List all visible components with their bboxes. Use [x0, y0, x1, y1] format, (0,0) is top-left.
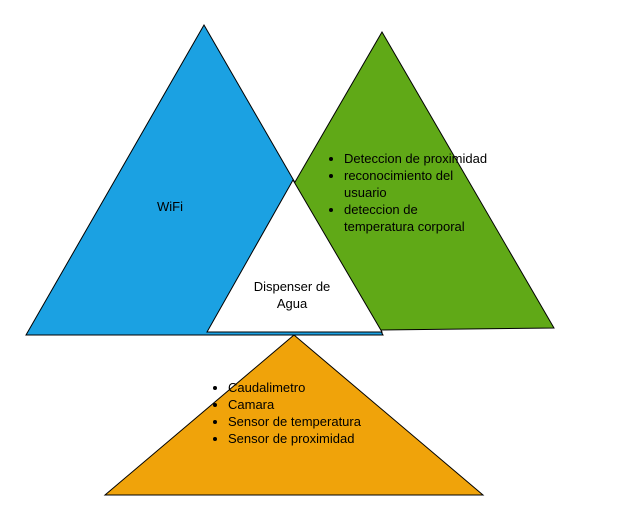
center-label-line-2: Agua [276, 296, 308, 311]
center-label-line-1: Dispenser de [253, 279, 331, 294]
center-triangle[interactable] [206, 178, 383, 333]
list-item: Sensor de temperatura [228, 413, 410, 430]
list-item: Camara [228, 396, 410, 413]
list-item: deteccion de temperatura corporal [344, 201, 491, 235]
orange-bullet-list: Caudalimetro Camara Sensor de temperatur… [210, 379, 410, 447]
green-triangle-list: Deteccion de proximidad reconocimiento d… [326, 150, 491, 235]
wifi-text: WiFi [157, 199, 183, 214]
orange-triangle-list: Caudalimetro Camara Sensor de temperatur… [210, 379, 410, 447]
list-item: Deteccion de proximidad [344, 150, 491, 167]
list-item: Sensor de proximidad [228, 430, 410, 447]
list-item: Caudalimetro [228, 379, 410, 396]
wifi-label: WiFi [130, 198, 210, 215]
green-bullet-list: Deteccion de proximidad reconocimiento d… [326, 150, 491, 235]
orange-triangle[interactable] [103, 334, 485, 496]
list-item: reconocimiento del usuario [344, 167, 491, 201]
center-label: Dispenser de Agua [232, 278, 352, 312]
